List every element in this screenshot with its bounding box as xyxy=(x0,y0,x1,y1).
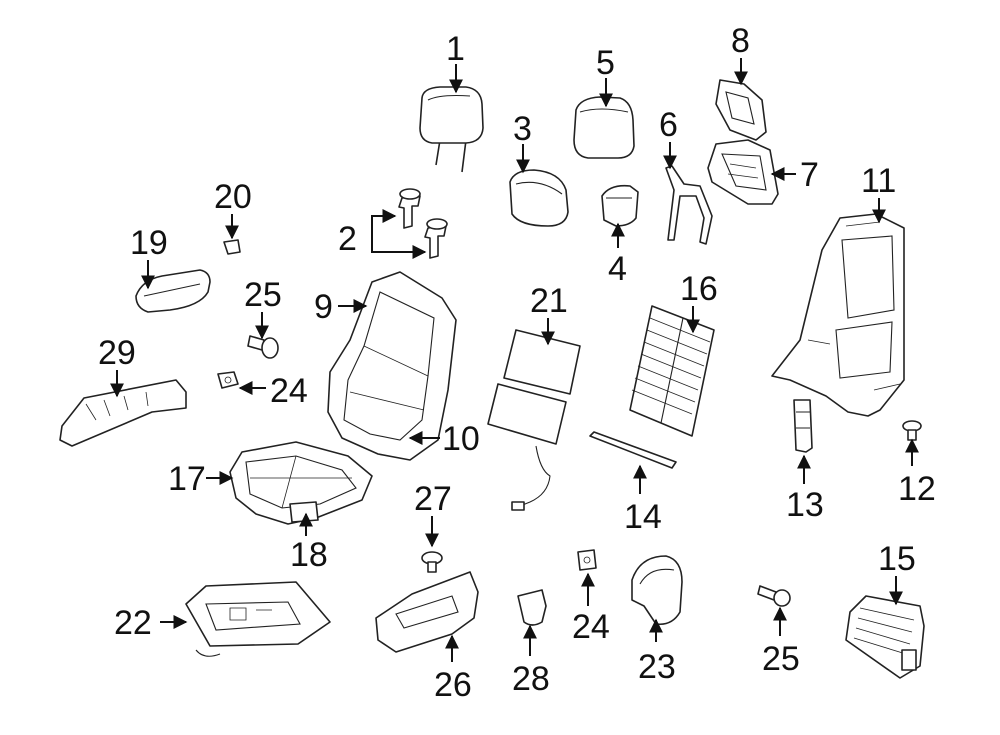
part-25-screw-lower xyxy=(757,585,791,607)
part-28-cap xyxy=(517,589,547,626)
part-21-heater-pads xyxy=(487,329,581,511)
callout-12: 12 xyxy=(898,438,936,508)
callout-9: 9 xyxy=(314,288,368,326)
callout-26: 26 xyxy=(434,634,472,704)
callout-10: 10 xyxy=(408,420,480,458)
callout-label-15: 15 xyxy=(878,540,916,578)
part-14-rod xyxy=(589,431,677,469)
callout-label-29: 29 xyxy=(98,334,136,372)
callout-6: 6 xyxy=(659,106,678,170)
callout-label-5: 5 xyxy=(596,44,615,82)
part-3-headrest-pad xyxy=(509,169,569,227)
callout-label-26: 26 xyxy=(434,666,472,704)
callout-13: 13 xyxy=(786,454,824,524)
callout-16: 16 xyxy=(680,270,718,334)
callout-11: 11 xyxy=(861,162,896,224)
callout-label-23: 23 xyxy=(638,648,676,686)
part-17-seat-cushion xyxy=(229,441,373,525)
part-13-recliner-motor xyxy=(793,399,813,453)
callout-28: 28 xyxy=(512,624,550,698)
callout-label-24-upper: 24 xyxy=(270,372,308,410)
callout-label-2: 2 xyxy=(338,220,357,258)
part-12-bolt xyxy=(902,420,922,441)
callout-3: 3 xyxy=(513,110,532,174)
callout-8: 8 xyxy=(731,22,750,86)
part-18-seat-trim xyxy=(289,501,319,523)
callout-label-12: 12 xyxy=(898,470,936,508)
callout-label-24-lower: 24 xyxy=(572,608,610,646)
callout-29: 29 xyxy=(98,334,136,398)
callout-22: 22 xyxy=(114,604,188,642)
callout-label-10: 10 xyxy=(442,420,480,458)
part-7-back-panel xyxy=(707,139,779,205)
callout-27: 27 xyxy=(414,480,452,548)
callout-20: 20 xyxy=(214,178,252,240)
callout-4: 4 xyxy=(608,222,627,288)
callout-label-27: 27 xyxy=(414,480,452,518)
part-2-headrest-guides xyxy=(398,188,448,259)
callout-label-13: 13 xyxy=(786,486,824,524)
callout-2: 2 xyxy=(338,209,427,259)
part-15-control-module xyxy=(845,595,925,679)
callout-label-22: 22 xyxy=(114,604,152,642)
part-25-screw-upper xyxy=(247,335,279,359)
part-20-clip xyxy=(223,239,241,255)
part-11-seatback-frame xyxy=(771,213,905,417)
part-24-nut-upper xyxy=(217,371,239,389)
part-27-bolt xyxy=(421,551,443,573)
callout-label-21: 21 xyxy=(530,282,568,320)
callout-label-11: 11 xyxy=(861,162,896,200)
callout-label-19: 19 xyxy=(130,224,168,262)
callout-label-4: 4 xyxy=(608,250,627,288)
callout-label-7: 7 xyxy=(800,156,819,194)
callout-18: 18 xyxy=(290,512,328,574)
callout-15: 15 xyxy=(878,540,916,606)
callout-label-16: 16 xyxy=(680,270,718,308)
callout-5: 5 xyxy=(596,44,615,108)
part-16-spring-mat xyxy=(629,305,715,437)
callout-label-17: 17 xyxy=(168,460,206,498)
part-26-outer-shield xyxy=(375,571,479,653)
part-4-latch-cover xyxy=(601,184,639,227)
callout-label-20: 20 xyxy=(214,178,252,216)
callout-24-upper: 24 xyxy=(238,372,308,410)
callout-label-28: 28 xyxy=(512,660,550,698)
part-24-nut-lower xyxy=(577,549,597,571)
callout-17: 17 xyxy=(168,460,234,498)
callout-19: 19 xyxy=(130,224,168,290)
part-9-seatback-cushion xyxy=(327,271,457,461)
callout-21: 21 xyxy=(530,282,568,346)
callout-14: 14 xyxy=(624,464,662,536)
callout-7: 7 xyxy=(770,156,819,194)
callout-label-6: 6 xyxy=(659,106,678,144)
part-8-trim-bracket xyxy=(715,79,767,141)
part-5-headrest xyxy=(573,96,635,159)
callout-label-9: 9 xyxy=(314,288,333,326)
callout-label-25-lower: 25 xyxy=(762,640,800,678)
part-22-seat-pan xyxy=(185,581,331,657)
part-1-headrest xyxy=(419,86,484,173)
callout-label-3: 3 xyxy=(513,110,532,148)
callout-25-lower: 25 xyxy=(762,606,800,678)
callout-label-18: 18 xyxy=(290,536,328,574)
callout-label-1: 1 xyxy=(446,30,465,68)
part-23-trim-cover xyxy=(631,555,683,626)
callout-24-lower: 24 xyxy=(572,572,610,646)
part-29-side-shield xyxy=(59,379,187,447)
callout-25-upper: 25 xyxy=(244,276,282,340)
callout-1: 1 xyxy=(446,30,465,94)
callout-23: 23 xyxy=(638,618,676,686)
callout-label-14: 14 xyxy=(624,498,662,536)
part-6-headrest-frame xyxy=(665,165,713,245)
callout-label-25-upper: 25 xyxy=(244,276,282,314)
callout-label-8: 8 xyxy=(731,22,750,60)
